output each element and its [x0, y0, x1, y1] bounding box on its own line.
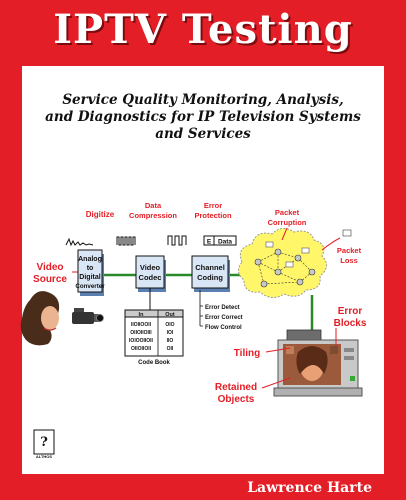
error-correct: Error Correct: [205, 315, 243, 321]
network-nodes: [254, 248, 316, 288]
label-compression: Compression: [129, 211, 177, 220]
lost-envelope-icon: [342, 229, 352, 237]
label-error-tv: Error: [338, 306, 363, 317]
adc-line-4: Converter: [75, 283, 105, 290]
flow-control: Flow Control: [205, 325, 242, 331]
publisher-name: ALTHOS: [36, 454, 52, 459]
codebook-row-2-in: OIIOIIOIII: [130, 330, 152, 336]
code-book: In Out IIOIIOOII OIO OIIOIIOIII IOI IOIO…: [124, 309, 184, 366]
video-camera-icon: [72, 308, 104, 324]
label-source: Source: [33, 274, 67, 285]
codebook-out: Out: [165, 312, 175, 318]
coding-line-2: Coding: [197, 273, 223, 282]
codebook-row-1-out: OIO: [165, 322, 174, 328]
subtitle-line-1: Service Quality Monitoring, Analysis,: [62, 92, 344, 108]
loss-arrow-icon: [321, 237, 341, 251]
label-blocks: Blocks: [334, 318, 367, 329]
adc-box: Analog to Digital Converter: [75, 249, 105, 296]
codebook-row-2-out: IOI: [167, 330, 174, 336]
codebook-row-3-out: IIO: [167, 338, 174, 344]
label-digitize: Digitize: [86, 210, 115, 219]
cover-title: IPTV Testing: [53, 6, 353, 53]
codec-line-2: Codec: [139, 273, 162, 282]
codebook-label: Code Book: [138, 360, 170, 366]
woman-illustration-icon: [20, 291, 60, 346]
codebook-row-3-in: IOIOOIIOII: [129, 338, 154, 344]
label-packet-loss-2: Loss: [340, 256, 358, 265]
error-functions: Error Detect Error Correct Flow Control: [199, 290, 243, 331]
codebook-row-4-in: OIIOIIOII: [131, 346, 152, 352]
coding-line-1: Channel: [195, 263, 225, 272]
analog-waveform-icon: [65, 237, 94, 247]
adc-line-3: Digital: [79, 274, 100, 281]
label-retained: Retained: [215, 382, 257, 393]
subtitle-line-3: and Services: [155, 126, 251, 142]
channel-coding-box: Channel Coding: [191, 255, 230, 292]
author-name: Lawrence Harte: [247, 480, 372, 496]
codebook-row-4-out: OII: [167, 346, 174, 352]
digital-pulses-icon: [116, 235, 187, 246]
label-packet-loss-1: Packet: [337, 246, 362, 255]
video-codec-box: Video Codec: [135, 255, 166, 292]
subtitle-line-2: and Diagnostics for IP Television System…: [45, 109, 361, 125]
packet-e: E: [207, 239, 212, 246]
label-corruption: Corruption: [268, 218, 307, 227]
althos-logo: ? ALTHOS: [33, 429, 55, 459]
label-protection: Protection: [194, 211, 232, 220]
error-detect: Error Detect: [205, 305, 240, 311]
data-packet-icon: E Data: [203, 235, 237, 246]
label-packet: Packet: [275, 208, 300, 217]
network-cloud: [238, 228, 327, 298]
corruption-arrow-icon: [281, 227, 288, 241]
adc-line-2: to: [87, 265, 94, 272]
label-video: Video: [36, 262, 63, 273]
codec-line-1: Video: [140, 263, 161, 272]
envelope-icons: [265, 241, 310, 268]
adc-line-1: Analog: [78, 256, 102, 263]
codebook-in: In: [139, 312, 145, 318]
label-error: Error: [204, 201, 222, 210]
packet-data: Data: [218, 239, 232, 246]
codebook-row-1-in: IIOIIOOII: [131, 322, 152, 328]
svg-text:?: ?: [40, 435, 48, 450]
label-objects: Objects: [218, 394, 255, 405]
cover-subtitle: Service Quality Monitoring, Analysis, an…: [24, 92, 382, 143]
label-tiling: Tiling: [234, 348, 260, 359]
tv-arrows: [261, 328, 337, 389]
television-icon: [273, 329, 363, 397]
label-data: Data: [145, 201, 162, 210]
